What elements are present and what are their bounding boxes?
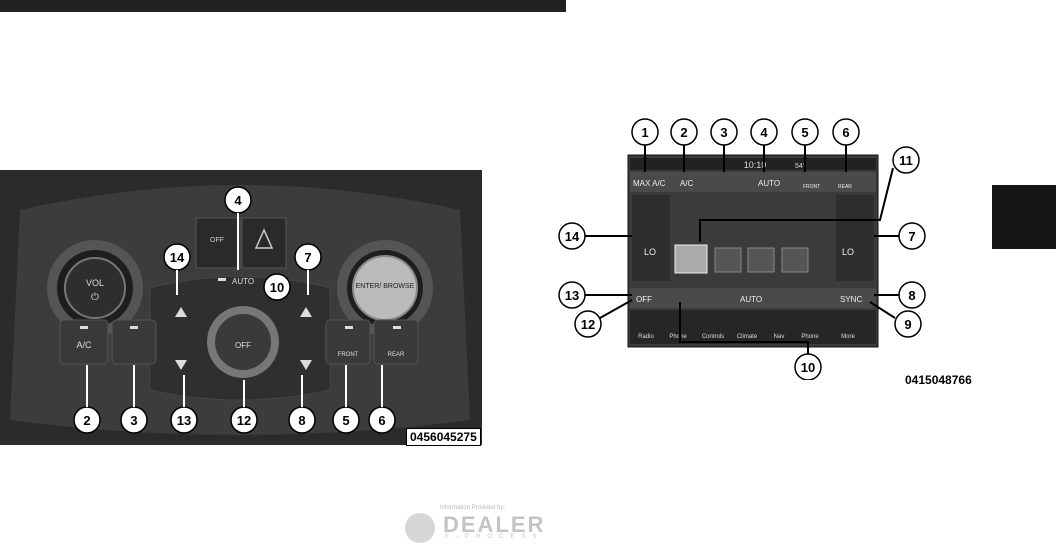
- rcallout-4: 4: [760, 125, 768, 140]
- touchscreen-diagram: 10:10 54° MAX A/C A/C AUTO FRONT REAR LO…: [558, 118, 926, 380]
- rcallout-5: 5: [801, 125, 808, 140]
- temp-down-left-icon: [175, 360, 187, 370]
- rcallout-10: 10: [801, 360, 815, 375]
- temp-up-right-icon: [300, 307, 312, 317]
- rcallout-11: 11: [899, 153, 913, 168]
- callout-13: 13: [177, 413, 191, 428]
- header-bar: [0, 0, 566, 12]
- callout-14: 14: [170, 250, 185, 265]
- callout-12: 12: [237, 413, 251, 428]
- rcallout-9: 9: [904, 317, 911, 332]
- auto-label: AUTO: [232, 277, 254, 286]
- callout-6: 6: [378, 413, 385, 428]
- nav-radio: Radio: [638, 334, 654, 340]
- nav-phone: Phone: [669, 334, 687, 340]
- ac-label: A/C: [680, 179, 694, 188]
- callout-4: 4: [234, 193, 242, 208]
- temp-down-right-icon: [300, 360, 312, 370]
- rcallout-1: 1: [641, 125, 648, 140]
- watermark-small: Information Provided by:: [440, 505, 506, 511]
- front-label: FRONT: [803, 184, 820, 190]
- max-ac-label: MAX A/C: [633, 179, 666, 188]
- auto-bottom-label: AUTO: [740, 295, 762, 304]
- figure-code-left: 0456045275: [406, 428, 481, 446]
- off-label: OFF: [636, 295, 652, 304]
- rcallout-14: 14: [565, 229, 580, 244]
- ac-button-label: A/C: [76, 340, 92, 350]
- callout-8: 8: [298, 413, 305, 428]
- callout-10: 10: [270, 280, 284, 295]
- nav-controls: Controls: [702, 334, 724, 340]
- watermark-brand: DEALER: [443, 512, 546, 537]
- callout-2: 2: [83, 413, 90, 428]
- nav-more: More: [841, 334, 855, 340]
- figure-code-right: 0415048766: [905, 373, 972, 387]
- fan-off-label: OFF: [235, 341, 251, 350]
- rcallout-7: 7: [908, 229, 915, 244]
- temp-up-left-icon: [175, 307, 187, 317]
- nav-phone-2: Phone: [801, 334, 819, 340]
- screen-time: 10:10: [744, 160, 767, 170]
- nav-nav: Nav: [774, 334, 785, 340]
- section-tab: [992, 185, 1056, 249]
- rcallout-3: 3: [720, 125, 727, 140]
- screen-temp: 54°: [795, 162, 806, 170]
- callout-7: 7: [304, 250, 311, 265]
- rcallout-2: 2: [680, 125, 687, 140]
- vol-label: VOL: [86, 278, 104, 288]
- traction-off-label: OFF: [210, 237, 224, 244]
- climate-panel-photo: VOL ⏻ ENTER/ BROWSE OFF AUTO OFF A/C FRO…: [0, 170, 482, 445]
- auto-top-label: AUTO: [758, 179, 780, 188]
- rcallout-12: 12: [581, 317, 595, 332]
- lo-right: LO: [842, 247, 854, 257]
- front-defrost-label: FRONT: [338, 352, 359, 358]
- rear-label: REAR: [838, 184, 852, 190]
- sync-label: SYNC: [840, 295, 862, 304]
- hazard-icon: [254, 228, 274, 249]
- rcallout-13: 13: [565, 288, 579, 303]
- svg-text:⏻: ⏻: [91, 292, 99, 303]
- watermark-sub: E-PROCESS: [445, 534, 544, 540]
- lo-left: LO: [644, 247, 656, 257]
- nav-climate: Climate: [737, 334, 758, 340]
- dealer-logo-icon: [405, 513, 435, 543]
- callout-5: 5: [342, 413, 349, 428]
- callout-3: 3: [130, 413, 137, 428]
- rcallout-6: 6: [842, 125, 849, 140]
- tune-label: ENTER/ BROWSE: [356, 283, 415, 290]
- rear-defrost-label: REAR: [388, 352, 405, 358]
- rcallout-8: 8: [908, 288, 915, 303]
